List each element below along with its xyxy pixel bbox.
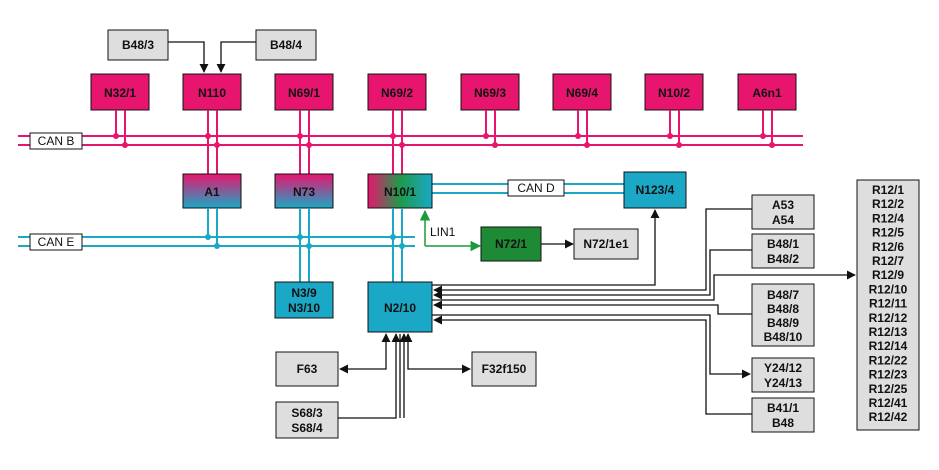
b48-10-label: B48/10: [764, 330, 803, 344]
ecu-label: N110: [198, 86, 226, 100]
a54-label: A54: [772, 213, 794, 227]
r12-item: R12/2: [872, 197, 904, 211]
r12-item: R12/4: [872, 211, 904, 225]
b48-1-label: B48/1: [767, 237, 799, 251]
f63-label: F63: [297, 362, 318, 376]
b48-4-label: B48/4: [270, 38, 302, 52]
right-connections: [432, 208, 856, 415]
ecu-label: N69/2: [381, 86, 413, 100]
r12-item: R12/41: [869, 396, 908, 410]
n10-1-label: N10/1: [384, 185, 416, 199]
ecu-n69-2: N69/2: [367, 73, 427, 111]
n72-1e1-label: N72/1e1: [583, 237, 629, 251]
a1-box: A1: [182, 173, 242, 209]
r12-item: R12/14: [869, 339, 908, 353]
r12-item: R12/25: [869, 382, 908, 396]
a53-label: A53: [772, 198, 794, 212]
b48-8-label: B48/8: [767, 302, 799, 316]
b48-4-box: B48/4: [255, 29, 317, 61]
y24-13-label: Y24/13: [764, 376, 802, 390]
ecu-label: A6n1: [752, 86, 782, 100]
b48-2-label: B48/2: [767, 252, 799, 266]
b48-3-label: B48/3: [122, 38, 154, 52]
ecu-n69-4: N69/4: [552, 73, 612, 111]
n72-1-box: N72/1: [480, 226, 542, 262]
y24-12-label: Y24/12: [764, 361, 802, 375]
n123-4-box: N123/4: [623, 171, 687, 209]
ecu-label: N69/4: [566, 86, 598, 100]
r12-item: R12/13: [869, 325, 908, 339]
r12-item: R12/7: [872, 254, 904, 268]
bottom-arrows: [338, 333, 471, 419]
b48-7-label: B48/7: [767, 288, 799, 302]
ecu-n69-1: N69/1: [274, 73, 334, 111]
s68-box: S68/3 S68/4: [275, 401, 339, 439]
r12-item: R12/12: [869, 311, 908, 325]
r12-item: R12/10: [869, 282, 908, 296]
can-d-label: CAN D: [517, 181, 555, 195]
n3-9-box: N3/9 N3/10: [274, 281, 334, 319]
ecu-label: N69/1: [288, 86, 320, 100]
b41-box: B41/1 B48: [751, 397, 815, 433]
ecu-n32-1: N32/1: [90, 73, 150, 111]
r12-item: R12/11: [869, 297, 907, 311]
r12-item: R12/22: [869, 353, 908, 367]
r12-item: R12/1: [872, 183, 904, 197]
can-e-junctions: [205, 234, 405, 249]
n72-1-label: N72/1: [495, 237, 527, 251]
b48-label: B48: [772, 416, 794, 430]
r12-list: R12/1R12/2R12/4R12/5R12/6R12/7R12/9R12/1…: [869, 183, 908, 424]
a53-box: A53 A54: [751, 194, 815, 230]
r12-item: R12/6: [872, 240, 904, 254]
n3-9-label: N3/9: [291, 286, 317, 300]
b48-3-box: B48/3: [107, 29, 169, 61]
ecu-label: N69/3: [474, 86, 506, 100]
r12-item: R12/23: [869, 368, 908, 382]
n3-10-label: N3/10: [288, 301, 320, 315]
f32f150-box: F32f150: [471, 351, 537, 387]
s68-3-label: S68/3: [291, 406, 323, 420]
top-row-ecus: N32/1 N110 N69/1 N69/2 N69/3 N69/4 N10/2: [90, 73, 797, 111]
n73-label: N73: [293, 185, 315, 199]
can-b-bus: [18, 135, 803, 146]
b48-7-box: B48/7 B48/8 B48/9 B48/10: [751, 283, 815, 347]
can-e-drops: [207, 208, 403, 282]
top-input-arrows: [168, 41, 256, 73]
lin1-link: [419, 209, 482, 252]
b48-9-label: B48/9: [767, 316, 799, 330]
ecu-label: N10/2: [658, 86, 690, 100]
b41-1-label: B41/1: [767, 401, 799, 415]
f32f150-label: F32f150: [482, 362, 527, 376]
can-b-junctions: [113, 133, 775, 148]
ecu-label: N32/1: [104, 86, 136, 100]
can-b-drops: [115, 110, 773, 174]
a1-label: A1: [204, 185, 220, 199]
can-e-label: CAN E: [38, 235, 75, 249]
can-b-label-box: CAN B: [29, 132, 83, 150]
ecu-n69-3: N69/3: [460, 73, 520, 111]
ecu-n110: N110: [182, 73, 242, 111]
r12-item: R12/9: [872, 268, 904, 282]
y24-box: Y24/12 Y24/13: [751, 357, 815, 393]
n72-1e1-box: N72/1e1: [573, 228, 639, 260]
r12-item: R12/5: [872, 226, 904, 240]
n73-box: N73: [274, 173, 334, 209]
r12-item: R12/42: [869, 410, 908, 424]
lin1-label: LIN1: [430, 225, 456, 239]
s68-4-label: S68/4: [291, 421, 323, 435]
ecu-n10-2: N10/2: [644, 73, 704, 111]
n123-4-label: N123/4: [636, 183, 675, 197]
n2-10-box: N2/10: [367, 281, 433, 333]
can-e-label-box: CAN E: [29, 233, 83, 251]
r12-box: R12/1R12/2R12/4R12/5R12/6R12/7R12/9R12/1…: [856, 179, 920, 431]
can-d-label-box: CAN D: [507, 179, 565, 197]
n2-10-label: N2/10: [384, 301, 416, 315]
ecu-a6n1: A6n1: [737, 73, 797, 111]
f63-box: F63: [275, 351, 339, 387]
b48-1-box: B48/1 B48/2: [751, 233, 815, 269]
n10-1-box: N10/1: [367, 173, 433, 209]
can-b-label: CAN B: [38, 134, 75, 148]
